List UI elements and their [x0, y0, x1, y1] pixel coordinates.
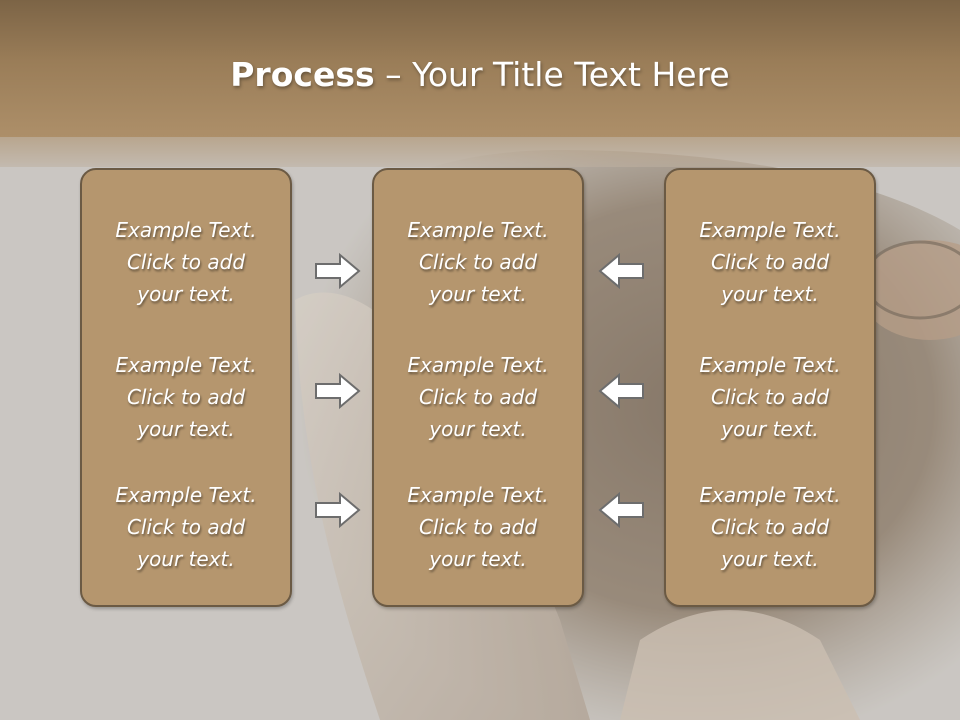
title-rest-part: – Your Title Text Here [374, 55, 730, 94]
text-line: Click to add [418, 385, 538, 409]
arrow-right-icon[interactable] [314, 252, 362, 290]
text-placeholder[interactable]: Example Text. Click to add your text. [374, 349, 582, 445]
text-placeholder[interactable]: Example Text. Click to add your text. [82, 479, 290, 575]
title-sub-bar [0, 137, 960, 167]
text-line: Example Text. [699, 483, 841, 507]
text-placeholder[interactable]: Example Text. Click to add your text. [666, 214, 874, 310]
text-line: Example Text. [407, 353, 549, 377]
process-box-left[interactable]: Example Text. Click to add your text. Ex… [80, 168, 292, 607]
text-line: Click to add [126, 250, 246, 274]
text-placeholder[interactable]: Example Text. Click to add your text. [666, 479, 874, 575]
arrow-left-icon[interactable] [597, 491, 645, 529]
text-line: your text. [429, 282, 527, 306]
text-line: Example Text. [115, 353, 257, 377]
text-line: Click to add [710, 515, 830, 539]
text-placeholder[interactable]: Example Text. Click to add your text. [666, 349, 874, 445]
text-line: your text. [429, 547, 527, 571]
text-line: Click to add [418, 515, 538, 539]
text-placeholder[interactable]: Example Text. Click to add your text. [82, 214, 290, 310]
text-line: Click to add [126, 385, 246, 409]
text-line: Example Text. [699, 218, 841, 242]
title-bar [0, 0, 960, 137]
text-line: your text. [429, 417, 527, 441]
text-line: your text. [721, 547, 819, 571]
text-line: Example Text. [115, 218, 257, 242]
arrow-right-icon[interactable] [314, 491, 362, 529]
text-line: Example Text. [115, 483, 257, 507]
arrow-left-icon[interactable] [597, 252, 645, 290]
arrow-left-icon[interactable] [597, 372, 645, 410]
text-line: Click to add [126, 515, 246, 539]
text-placeholder[interactable]: Example Text. Click to add your text. [374, 479, 582, 575]
arrow-right-icon[interactable] [314, 372, 362, 410]
text-line: Click to add [710, 385, 830, 409]
text-line: Example Text. [407, 218, 549, 242]
title-bold-part: Process [230, 55, 375, 94]
process-box-center[interactable]: Example Text. Click to add your text. Ex… [372, 168, 584, 607]
text-line: your text. [137, 547, 235, 571]
text-line: your text. [721, 282, 819, 306]
text-line: your text. [137, 282, 235, 306]
text-line: Click to add [418, 250, 538, 274]
text-placeholder[interactable]: Example Text. Click to add your text. [374, 214, 582, 310]
text-placeholder[interactable]: Example Text. Click to add your text. [82, 349, 290, 445]
text-line: your text. [721, 417, 819, 441]
text-line: Example Text. [407, 483, 549, 507]
process-box-right[interactable]: Example Text. Click to add your text. Ex… [664, 168, 876, 607]
text-line: Click to add [710, 250, 830, 274]
text-line: your text. [137, 417, 235, 441]
slide-title[interactable]: Process – Your Title Text Here [0, 48, 960, 102]
text-line: Example Text. [699, 353, 841, 377]
